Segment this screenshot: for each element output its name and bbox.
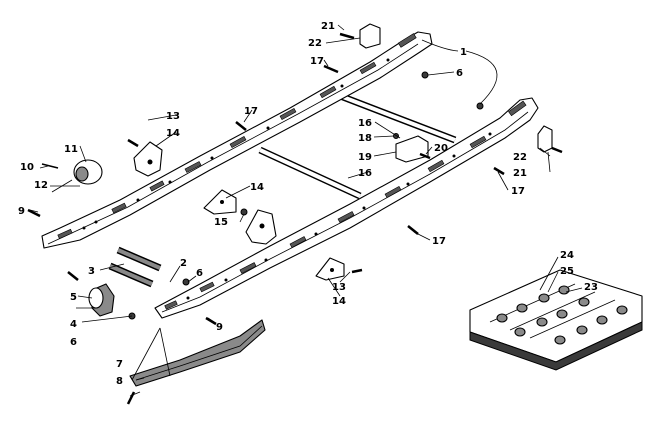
callout-1: 1 — [460, 47, 467, 58]
callout-17-lower: 17 — [432, 236, 446, 247]
bracket-center — [203, 189, 237, 215]
callout-20: 20 — [434, 143, 448, 154]
callout-25: 25 — [560, 266, 574, 277]
track-23 — [469, 269, 643, 371]
callout-23: 23 — [584, 282, 598, 293]
block-center — [395, 135, 429, 163]
stop-block-upper — [359, 23, 381, 49]
callout-12: 12 — [34, 180, 48, 191]
leader-lines — [29, 24, 583, 397]
front-wheel-11 — [73, 159, 103, 185]
callout-6-lower: 6 — [70, 337, 77, 348]
rail-left — [41, 31, 433, 249]
callout-6-rear: 6 — [456, 68, 463, 79]
callout-24: 24 — [560, 250, 574, 261]
rail-right — [154, 97, 539, 319]
bracket-center-right — [245, 209, 277, 245]
cross-shaft-middle — [258, 146, 362, 200]
callout-8: 8 — [116, 376, 123, 387]
callout-9-lower: 9 — [216, 322, 223, 333]
callout-3: 3 — [88, 266, 95, 277]
callout-4: 4 — [70, 319, 77, 330]
callout-6-front: 6 — [196, 268, 203, 279]
callout-17-top: 17 — [310, 56, 324, 67]
callout-21-top: 21 — [321, 21, 335, 32]
cross-shaft-front — [108, 246, 162, 288]
callout-17-mid: 17 — [244, 106, 258, 117]
callout-7: 7 — [116, 359, 123, 370]
callout-10: 10 — [20, 162, 34, 173]
callout-21-right: 21 — [513, 168, 527, 179]
callout-2: 2 — [180, 258, 187, 269]
idler-wheel-4 — [88, 283, 115, 317]
slide-7 — [129, 319, 266, 387]
callout-16-mid: 16 — [358, 168, 372, 179]
callout-16-rear: 16 — [358, 118, 372, 129]
bracket-upper-left — [133, 141, 163, 177]
callout-5: 5 — [70, 292, 77, 303]
callout-9-upper: 9 — [18, 206, 25, 217]
callout-18: 18 — [358, 133, 372, 144]
callout-14-lower: 14 — [332, 296, 346, 307]
callout-labels: 21 22 1 17 6 17 13 14 16 18 20 19 22 11 … — [18, 21, 598, 387]
callout-22-top: 22 — [308, 38, 322, 49]
callout-22-right: 22 — [513, 152, 527, 163]
callout-14-center: 14 — [250, 182, 264, 193]
cross-shaft-rear — [328, 88, 457, 144]
callout-11: 11 — [64, 144, 78, 155]
bracket-lower — [315, 257, 345, 281]
callout-13-lower: 13 — [332, 282, 346, 293]
callout-13-upper: 13 — [166, 111, 180, 122]
callout-17-right: 17 — [511, 186, 525, 197]
callout-15: 15 — [214, 217, 228, 228]
callout-19: 19 — [358, 152, 372, 163]
callout-14-upper: 14 — [166, 128, 180, 139]
